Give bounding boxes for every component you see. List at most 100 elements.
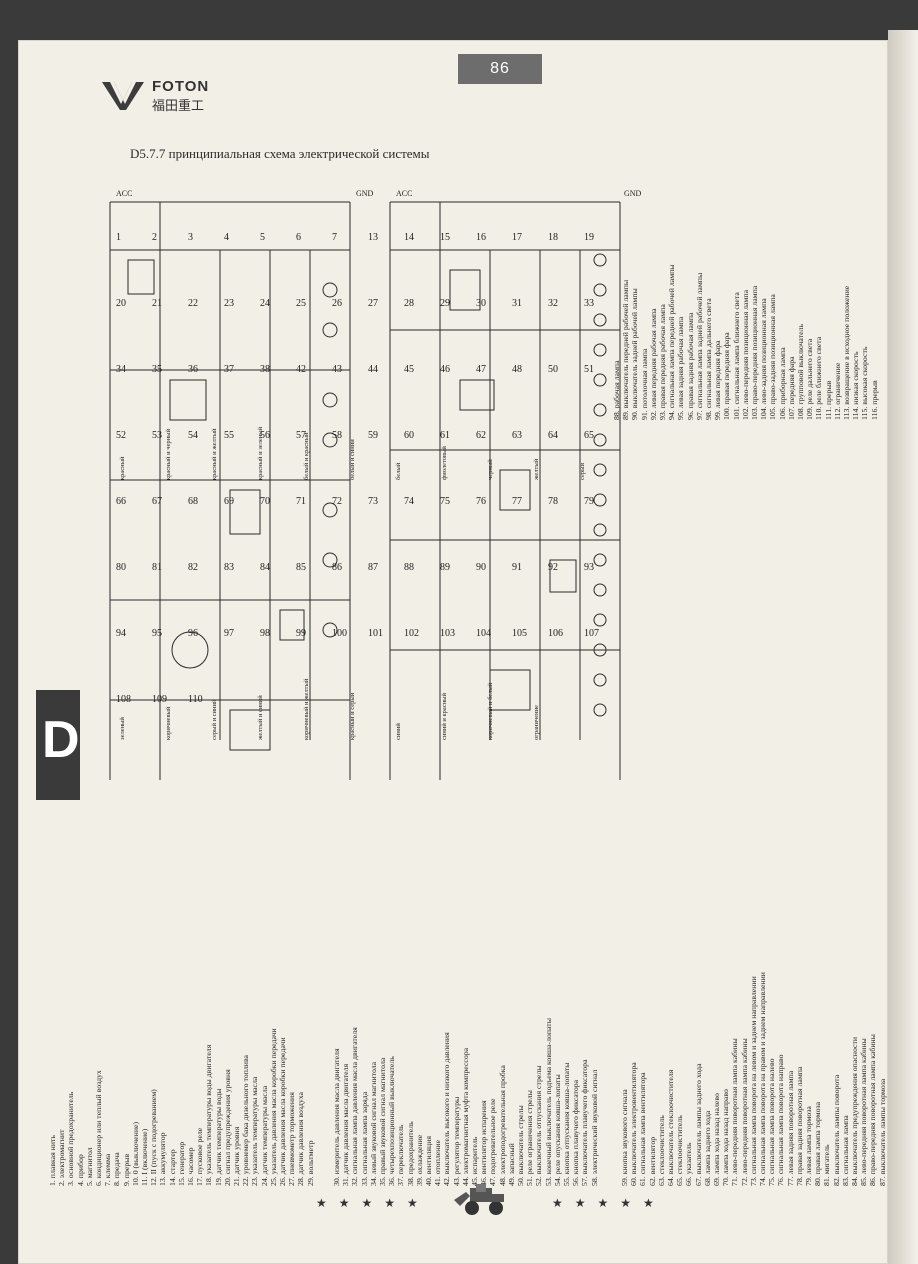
legend-item: 43. регулятор температуры <box>451 1096 461 1186</box>
component-number: 77 <box>512 496 522 507</box>
component-number: 38 <box>260 364 270 375</box>
legend-item: 103. право-передняя позиционная лампа <box>750 285 760 420</box>
component-number: 86 <box>332 562 342 573</box>
legend-item: 8. предача <box>112 1152 122 1186</box>
legend-item: 71. лево-передняя поворотная лампа кабин… <box>730 1038 740 1186</box>
section-tab: D <box>36 690 80 800</box>
component-number: 17 <box>512 232 522 243</box>
component-number: 51 <box>584 364 594 375</box>
legend-item: 11. I (включение) <box>140 1128 150 1186</box>
legend-item: 46. вентилятор испарения <box>479 1100 489 1186</box>
footer-stars-right: ★★★★★ <box>552 1196 666 1210</box>
legend-item: 19. датчик температуры воды <box>213 1088 223 1186</box>
component-number: 107 <box>584 628 599 639</box>
component-number: 98 <box>260 628 270 639</box>
legend-item: 56. кнопка плавучего фиксатора <box>571 1079 581 1186</box>
legend-item: 4. прибор <box>75 1154 85 1186</box>
wire-color-label: красный и серый <box>349 692 356 740</box>
legend-item: 36. четырехпозиционный выключатель <box>387 1056 397 1186</box>
legend-item: 3. основной предохранитель <box>66 1091 76 1186</box>
component-number: 60 <box>404 430 414 441</box>
component-number: 42 <box>296 364 306 375</box>
legend-item: 57. выключатель плавучего фиксатора <box>580 1059 590 1186</box>
component-number: 92 <box>548 562 558 573</box>
component-number: 101 <box>368 628 383 639</box>
legend-item: 116. прерыв <box>869 380 879 420</box>
wire-color-label: белый <box>395 462 402 480</box>
legend-item: 28. датчик давления воздуха <box>296 1092 306 1186</box>
component-number: 23 <box>224 298 234 309</box>
legend-item: 99. левая передняя фара <box>713 340 723 420</box>
legend-item: 95. левая задняя рабочая лампа <box>676 316 686 420</box>
brand-block: FOTON 福田重工 <box>102 78 209 114</box>
wire-color-label: желтый <box>533 458 540 481</box>
legend-item: 106. приборная лампа <box>777 347 787 420</box>
component-number: 75 <box>440 496 450 507</box>
legend-item: 16. часомер <box>186 1147 196 1186</box>
component-number: 96 <box>188 628 198 639</box>
legend-item: 18. указатель температуры воды двигателя <box>204 1044 214 1186</box>
component-number: 61 <box>440 430 450 441</box>
legend-item: 51. реле ограничения стрелы <box>525 1090 535 1186</box>
legend-item: 75. сигнальная лампа поворота налево <box>767 1058 777 1187</box>
component-number: 68 <box>188 496 198 507</box>
component-number: 34 <box>116 364 126 375</box>
component-number: 83 <box>224 562 234 573</box>
legend-item: 65. стеклоочиститель <box>675 1115 685 1186</box>
component-number: 25 <box>296 298 306 309</box>
component-number: 82 <box>188 562 198 573</box>
component-number: 26 <box>332 298 342 309</box>
legend-item: 26. датчик давления масла коробки переда… <box>278 1037 288 1186</box>
component-number: 57 <box>296 430 306 441</box>
component-number: 84 <box>260 562 270 573</box>
component-number: 45 <box>404 364 414 375</box>
component-number: 81 <box>152 562 162 573</box>
legend-item: 110. реле ближнего света <box>814 336 824 420</box>
foton-logo-icon <box>102 82 144 110</box>
legend-item: 77. левая задняя поворотная лампа <box>785 1070 795 1186</box>
legend-item: 97. сигнальная лампа задней рабочей ламп… <box>694 272 704 420</box>
legend-item: 107. передняя фара <box>786 356 796 420</box>
component-number: 79 <box>584 496 594 507</box>
wire-color-label: синий и красный <box>441 692 448 740</box>
legend-item: 48. электроподогревательная пробка <box>497 1065 507 1186</box>
wire-color-label: коричневый и белый <box>487 682 494 740</box>
component-number: 33 <box>584 298 594 309</box>
legend-item: 76. сигнальная лампа поворота направо <box>776 1054 786 1186</box>
legend-item: 91. потолочная лампа <box>639 348 649 420</box>
component-number: 2 <box>152 232 157 243</box>
component-number: 31 <box>512 298 522 309</box>
legend-item: 2. электромагнит <box>57 1129 67 1186</box>
wire-color-label: красный и желтый <box>211 428 218 480</box>
component-number: 43 <box>332 364 342 375</box>
wire-color-label: красный <box>119 456 126 480</box>
wire-color-label: коричневый и желтый <box>303 678 310 740</box>
component-number: 104 <box>476 628 491 639</box>
legend-item: 105. право-задняя позиционная лампа <box>768 294 778 420</box>
legend-item: 79. левая лампа тормоза <box>804 1106 814 1186</box>
legend-item: 39. охлаждение <box>414 1134 424 1186</box>
component-number: 100 <box>332 628 347 639</box>
wire-color-label: ограничение <box>533 705 540 740</box>
legend-item: 63. стеклоочиститель <box>656 1115 666 1186</box>
component-number: 108 <box>116 694 131 705</box>
component-number: 5 <box>260 232 265 243</box>
component-number: 95 <box>152 628 162 639</box>
acc-rail-label-right: ACC <box>396 189 412 198</box>
component-number: 66 <box>116 496 126 507</box>
legend-item: 73. сигнальная лампа поворота на левом и… <box>748 976 758 1186</box>
component-number: 90 <box>476 562 486 573</box>
component-number: 74 <box>404 496 414 507</box>
component-number: 54 <box>188 430 198 441</box>
wire-color-label: красный и зеленый <box>257 426 264 480</box>
wire-color-label: синий <box>395 723 402 740</box>
component-number: 80 <box>116 562 126 573</box>
legend-item: 20. сигнал предупреждения уровня <box>222 1069 232 1186</box>
legend-item: 62. вентилятор <box>647 1136 657 1186</box>
legend-item: 54. реле опускания ковша-лопаты <box>552 1074 562 1186</box>
component-number: 62 <box>476 430 486 441</box>
wire-color-label: черный <box>487 459 494 480</box>
legend-item: 84. выключатель предупреждения опасности <box>850 1036 860 1186</box>
